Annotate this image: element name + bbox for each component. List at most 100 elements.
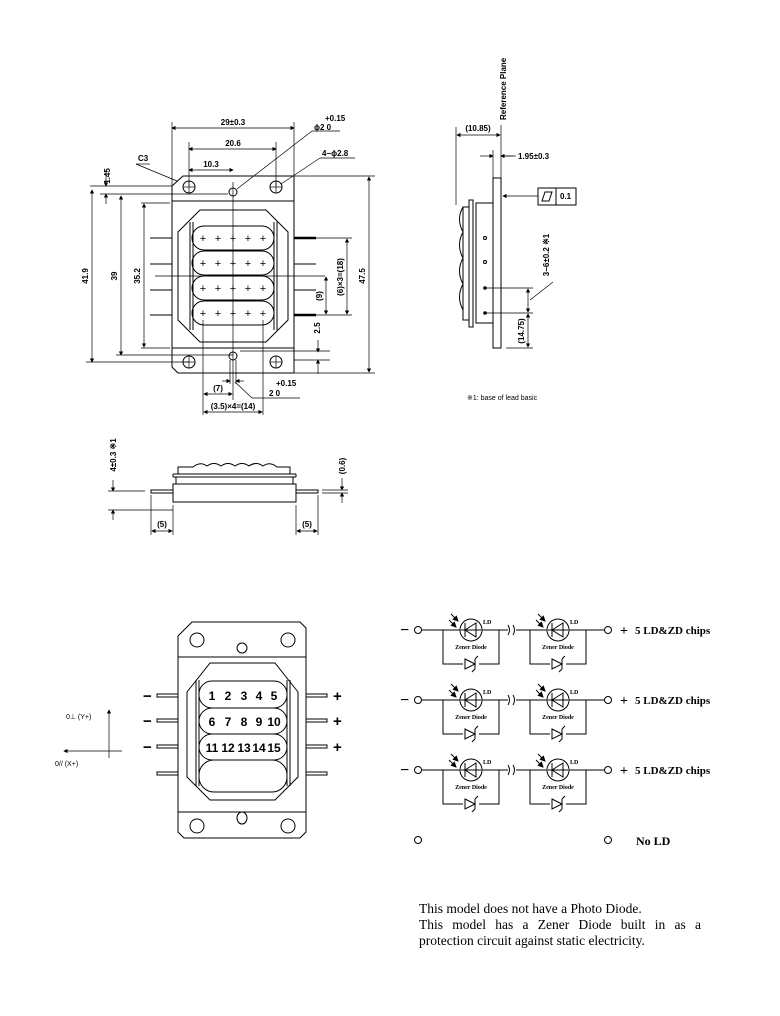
chip-number: 13 — [237, 741, 251, 755]
ld-label: LD — [570, 620, 579, 626]
dim-height-inner: 35.2 — [133, 268, 142, 284]
terminal-left — [414, 836, 422, 844]
svg-text:+: + — [215, 283, 221, 295]
notes: This model does not have a Photo Diode. … — [419, 901, 701, 949]
svg-text:+: + — [200, 283, 206, 295]
chip-number: 5 — [271, 689, 278, 703]
row-chip-label: 5 LD&ZD chips — [635, 765, 711, 777]
plus-sign: + — [333, 688, 342, 705]
chip-number: 9 — [256, 715, 263, 729]
chip-number: 2 — [225, 689, 232, 703]
svg-text:+: + — [260, 233, 266, 245]
top-view: +++++ +++++ +++++ +++++ 29±0.3 20.6 10.3… — [81, 114, 375, 415]
zener-diode-icon — [551, 655, 566, 673]
dim-mount-holes: 4−ϕ2.8 — [322, 149, 349, 158]
chip-number: 11 — [206, 741, 219, 755]
plus-sign: + — [333, 713, 342, 730]
minus-sign: − — [143, 739, 152, 756]
chip-number: 14 — [252, 741, 266, 755]
zener-diode-icon — [464, 655, 479, 673]
terminal-right — [604, 766, 612, 774]
pinout-housing — [186, 662, 299, 801]
svg-text:+: + — [215, 233, 221, 245]
flatness-icon — [541, 191, 553, 202]
no-ld-label: No LD — [636, 834, 671, 848]
dim-height-holes: 39 — [110, 271, 119, 280]
footnote: ※1: base of lead basic — [467, 395, 538, 402]
chip-number: 15 — [267, 741, 281, 755]
terminal-right — [604, 626, 612, 634]
dim-lead-half: (9) — [315, 291, 324, 301]
zener-diode-icon — [551, 795, 566, 813]
zener-diode-icon — [464, 725, 479, 743]
body-side — [475, 202, 494, 324]
svg-text:+: + — [260, 308, 266, 320]
pinout-view: 1 2 3 4 5 6 7 8 9 10 11 12 13 14 15 − − … — [55, 621, 342, 839]
chip-number: 10 — [267, 715, 281, 729]
dim-lead-left: (5) — [157, 520, 167, 529]
dim-pin-hole-diameter: ϕ2 0 — [314, 123, 332, 132]
axis-y-label: 0⊥ (Y+) — [66, 714, 91, 721]
dim-lead-height: (14.75) — [517, 318, 526, 344]
chip-number: 8 — [241, 715, 248, 729]
dim-bottom-offset: 2.5 — [313, 322, 322, 334]
terminal-left — [414, 696, 422, 704]
axis-indicator: 0⊥ (Y+) 0// (X+) — [55, 709, 122, 768]
chip-number: 3 — [241, 689, 248, 703]
svg-text:+: + — [200, 233, 206, 245]
dim-lead-thickness: (0.6) — [338, 457, 347, 474]
dim-slot-tolerance: +0.15 — [276, 379, 297, 388]
ld-label: LD — [483, 760, 492, 766]
zener-label: Zener Diode — [455, 645, 487, 651]
zener-label: Zener Diode — [455, 785, 487, 791]
note-no-photodiode: This model does not have a Photo Diode. — [419, 901, 642, 916]
chip-number: 4 — [256, 689, 263, 703]
ld-zener-pair: LD Zener Diode — [442, 613, 500, 673]
axis-x-label: 0// (X+) — [55, 761, 78, 768]
lead-right — [295, 489, 319, 494]
dim-height-total: 47.5 — [358, 268, 367, 284]
dim-slot-diameter: 2 0 — [269, 389, 281, 398]
row-minus: − — [400, 622, 409, 639]
lead-pins — [150, 236, 316, 317]
zener-diode-icon — [464, 795, 479, 813]
svg-text:+: + — [215, 308, 221, 320]
terminal-right — [604, 696, 612, 704]
minus-sign: − — [143, 713, 152, 730]
svg-text:+: + — [200, 258, 206, 270]
row-chip-label: 5 LD&ZD chips — [635, 625, 711, 637]
dim-front-lead-height: 4±0.3 ※1 — [109, 438, 118, 472]
terminal-left — [414, 626, 422, 634]
dim-half-pitch: 10.3 — [203, 160, 219, 169]
dim-hole-pitch: 20.6 — [225, 139, 241, 148]
pinout-leads — [156, 693, 328, 776]
row-chip-label: 5 LD&ZD chips — [635, 695, 711, 707]
dim-chip-pitch: (3.5)×4=(14) — [211, 402, 256, 411]
dim-chamfer: C3 — [138, 154, 149, 163]
svg-text:+: + — [260, 283, 266, 295]
ld-label: LD — [483, 620, 492, 626]
pinout-flange — [177, 621, 307, 839]
svg-text:+: + — [215, 258, 221, 270]
ld-label: LD — [483, 690, 492, 696]
base-plate — [172, 483, 297, 503]
dim-offset-7: (7) — [213, 384, 223, 393]
svg-text:+: + — [260, 258, 266, 270]
lead-left — [150, 489, 174, 494]
row-minus: − — [400, 692, 409, 709]
row-plus: + — [620, 624, 628, 639]
ld-zener-pair: LD Zener Diode — [442, 753, 500, 813]
zener-label: Zener Diode — [542, 715, 574, 721]
flatness-value: 0.1 — [560, 192, 572, 201]
dim-flange: 1.95±0.3 — [518, 152, 550, 161]
zener-label: Zener Diode — [542, 785, 574, 791]
dim-height-outer: 41.9 — [81, 268, 90, 284]
dim-lead-pitch: (6)×3=(18) — [336, 258, 345, 296]
svg-text:+: + — [245, 233, 251, 245]
chip-row-4 — [198, 759, 288, 793]
zener-diode-icon — [551, 725, 566, 743]
